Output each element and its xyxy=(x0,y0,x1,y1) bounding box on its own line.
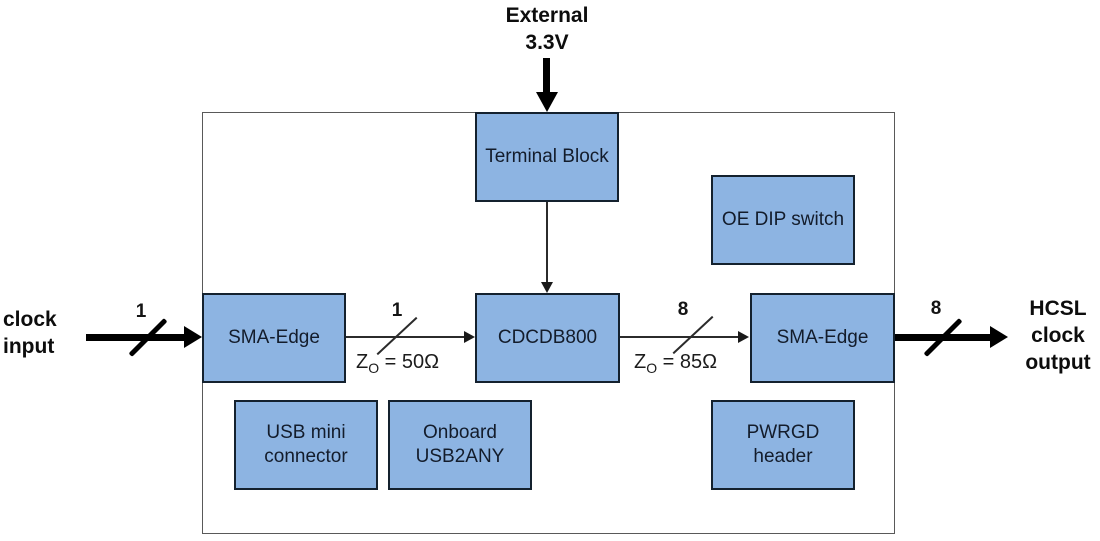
clock-output-bus-width: 8 xyxy=(930,298,942,319)
onboard-usb2any-block: Onboard USB2ANY xyxy=(388,400,532,490)
sma-edge-output-block: SMA-Edge xyxy=(750,293,895,383)
sma-edge-input-block: SMA-Edge xyxy=(202,293,346,383)
stage1-bus-width: 1 xyxy=(391,300,403,321)
sma-edge-input-label: SMA-Edge xyxy=(228,327,320,348)
impedance-label-right: ZO = 85Ω xyxy=(634,351,717,376)
supply-arrow-shaft xyxy=(543,58,550,94)
clock-input-arrow-shaft xyxy=(86,334,184,341)
terminal-to-cdcdb800-wire xyxy=(546,202,548,283)
impedance-left-symbol: Z xyxy=(356,351,369,373)
terminal-block: Terminal Block xyxy=(475,112,619,202)
supply-arrowhead xyxy=(536,92,558,112)
clock-input-label: clock input xyxy=(3,308,57,358)
usb-mini-connector-block: USB mini connector xyxy=(234,400,378,490)
impedance-left-value: = 50Ω xyxy=(379,351,440,373)
onboard-usb2any-label: Onboard USB2ANY xyxy=(415,422,505,467)
terminal-block-label: Terminal Block xyxy=(485,146,609,167)
terminal-to-cdcdb800-arrowhead xyxy=(541,282,553,293)
impedance-left-subscript: O xyxy=(368,360,380,376)
clock-input-bus-width: 1 xyxy=(135,301,147,322)
cdcdb800-label: CDCDB800 xyxy=(497,327,598,348)
oe-dip-switch-block: OE DIP switch xyxy=(711,175,855,265)
clock-output-label: HCSL clock output xyxy=(1025,297,1091,374)
usb-mini-connector-label: USB mini connector xyxy=(264,422,348,467)
cdcdb800-to-smaedge-arrowhead xyxy=(738,331,749,343)
clock-input-arrowhead xyxy=(184,326,202,348)
cdcdb800-to-smaedge-wire xyxy=(620,336,740,338)
clock-output-arrowhead xyxy=(990,326,1008,348)
smaedge-to-cdcdb800-arrowhead xyxy=(464,331,475,343)
external-supply-label: External 3.3V xyxy=(505,4,589,54)
impedance-right-symbol: Z xyxy=(634,351,647,373)
sma-edge-output-label: SMA-Edge xyxy=(776,327,869,348)
stage2-bus-width: 8 xyxy=(677,299,689,320)
smaedge-to-cdcdb800-wire xyxy=(346,336,466,338)
cdcdb800-block: CDCDB800 xyxy=(475,293,620,383)
impedance-right-subscript: O xyxy=(646,360,658,376)
pwrgd-header-label: PWRGD header xyxy=(746,422,820,467)
oe-dip-switch-label: OE DIP switch xyxy=(721,209,845,230)
pwrgd-header-block: PWRGD header xyxy=(711,400,855,490)
impedance-right-value: = 85Ω xyxy=(657,351,718,373)
impedance-label-left: ZO = 50Ω xyxy=(356,351,439,376)
